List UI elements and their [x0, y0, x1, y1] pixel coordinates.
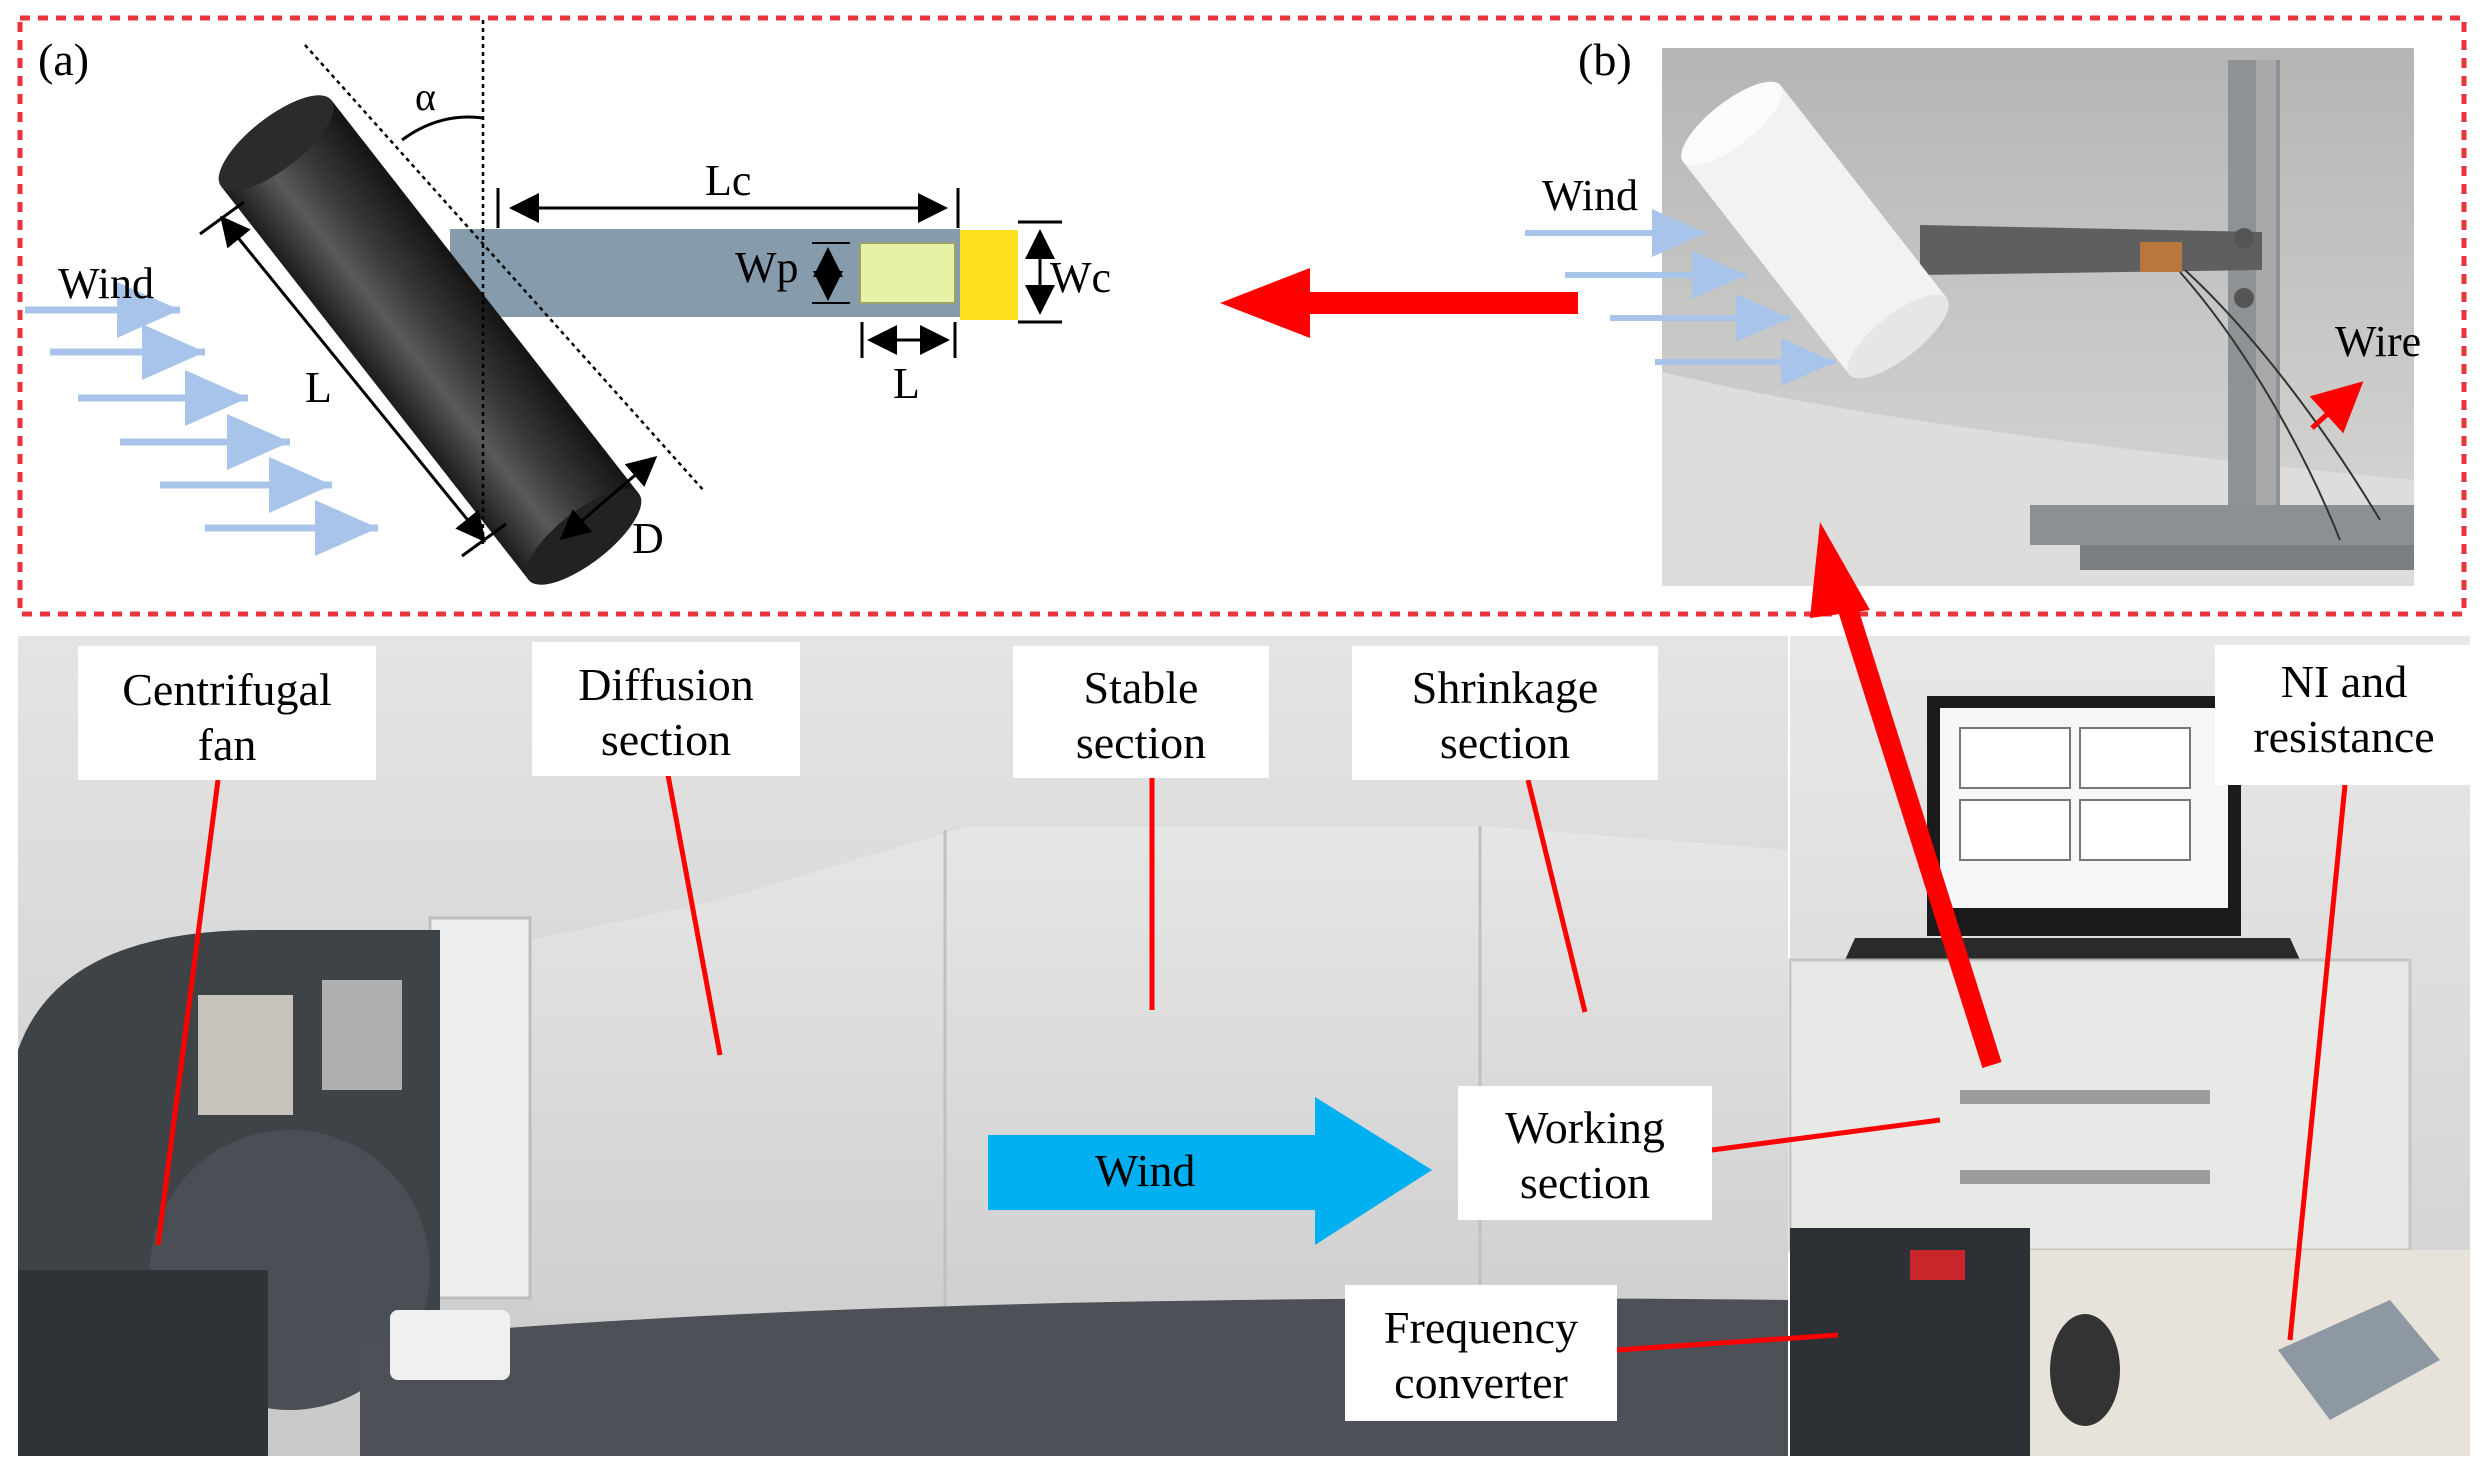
pointer-ni — [2287, 784, 2348, 1341]
stable-section-line-2: section — [1076, 717, 1206, 768]
tunnel-flange — [428, 916, 532, 1300]
red-arrow-b-to-a — [1220, 268, 1578, 338]
bolt — [2234, 288, 2254, 308]
label-stable-section: Stable section — [1013, 646, 1269, 778]
pointer-shrinkage — [1525, 779, 1588, 1013]
centrifugal-fan-line-2: fan — [198, 719, 257, 770]
ni-resistance-line-1: NI and — [2281, 656, 2407, 707]
angle-arc — [401, 115, 484, 142]
pointer-converter — [1616, 1332, 1839, 1353]
pointer-fan — [155, 779, 221, 1246]
photo-wire — [2184, 269, 2381, 521]
tunnel-wind-label: Wind — [1095, 1145, 1195, 1196]
inclined-dotted-line — [304, 44, 706, 493]
mouse — [2050, 1314, 2120, 1426]
piezo-width-label: Wp — [735, 243, 799, 292]
pointer-lines — [155, 774, 2348, 1353]
panel-a-label: (a) — [38, 34, 89, 85]
shrinkage-section-line-1: Shrinkage — [1412, 662, 1599, 713]
red-arrow-bench-to-b — [1810, 522, 2002, 1069]
working-section-line-2: section — [1520, 1157, 1650, 1208]
cylinder-length-dim — [220, 215, 486, 543]
beam-length-label: Lc — [705, 156, 751, 205]
panel-b-wind-lines — [1525, 209, 1835, 386]
ni-resistance-line-2: resistance — [2253, 711, 2434, 762]
centrifugal-fan-line-1: Centrifugal — [122, 664, 332, 715]
panel-a-wind-label: Wind — [58, 259, 154, 308]
label-centrifugal-fan: Centrifugal fan — [78, 646, 376, 780]
wire-label: Wire — [2335, 317, 2421, 366]
photo-piezo — [2140, 242, 2182, 272]
label-working-section: Working section — [1458, 1086, 1712, 1220]
photo-beam — [1920, 225, 2262, 275]
angle-label: α — [415, 74, 436, 119]
frequency-converter-line-2: converter — [1394, 1357, 1568, 1408]
frame-upright-2 — [2256, 60, 2276, 540]
screen-plot — [1959, 727, 2071, 789]
label-shrinkage-section: Shrinkage section — [1352, 646, 1658, 780]
screen-plot — [1959, 799, 2071, 861]
rail — [1960, 1170, 2210, 1184]
ni-device — [2278, 1300, 2440, 1420]
panel-b-wind-label: Wind — [1542, 171, 1638, 220]
photo-foam-cylinder — [1681, 81, 1949, 379]
screen-plot — [2079, 727, 2191, 789]
photo-wire — [2179, 271, 2341, 541]
shrinkage-section-line-2: section — [1440, 717, 1570, 768]
piezo-length-label: L — [893, 359, 920, 408]
panel-b: (b) Wind Wire — [1525, 34, 2421, 586]
diameter-label: D — [632, 514, 664, 563]
motor-block — [18, 1270, 268, 1456]
stable-section-line-1: Stable — [1084, 662, 1199, 713]
tip-clamp — [960, 230, 1018, 320]
frame-base — [2030, 505, 2414, 545]
tick — [199, 200, 245, 236]
diameter-dim — [559, 456, 658, 540]
fan-nameplate-2 — [322, 980, 402, 1090]
laptop-base — [1845, 938, 2300, 960]
converter-display — [1910, 1250, 1965, 1280]
label-ni-resistance: NI and resistance — [2215, 645, 2473, 785]
wire-pointer — [2309, 381, 2364, 434]
pointer-working — [1711, 1117, 1941, 1153]
beam-width-label: Wc — [1050, 253, 1111, 302]
bolt — [2234, 228, 2254, 248]
controller-device — [390, 1310, 510, 1380]
acrylic-box — [1788, 958, 2412, 1252]
tunnel-wind-arrow: Wind — [988, 1097, 1432, 1245]
pointer-diffusion — [665, 774, 723, 1056]
cylinder-length-label: L — [305, 363, 332, 412]
label-diffusion-section: Diffusion section — [532, 642, 800, 776]
rail — [1960, 1090, 2210, 1104]
panel-b-label: (b) — [1578, 34, 1632, 85]
frame-base-2 — [2080, 545, 2414, 570]
label-frequency-converter: Frequency converter — [1345, 1285, 1617, 1421]
lab-bench-photo — [1788, 636, 2470, 1456]
fan-nameplate — [198, 995, 293, 1115]
frequency-converter-line-1: Frequency — [1384, 1302, 1578, 1353]
panel-a: (a) Wind α L — [25, 20, 1111, 585]
piezo-patch — [859, 242, 956, 304]
tick — [461, 522, 507, 558]
diffusion-section-line-1: Diffusion — [578, 659, 754, 710]
screen-plot — [2079, 799, 2191, 861]
working-section-line-1: Working — [1505, 1102, 1665, 1153]
diffusion-section-line-2: section — [601, 714, 731, 765]
